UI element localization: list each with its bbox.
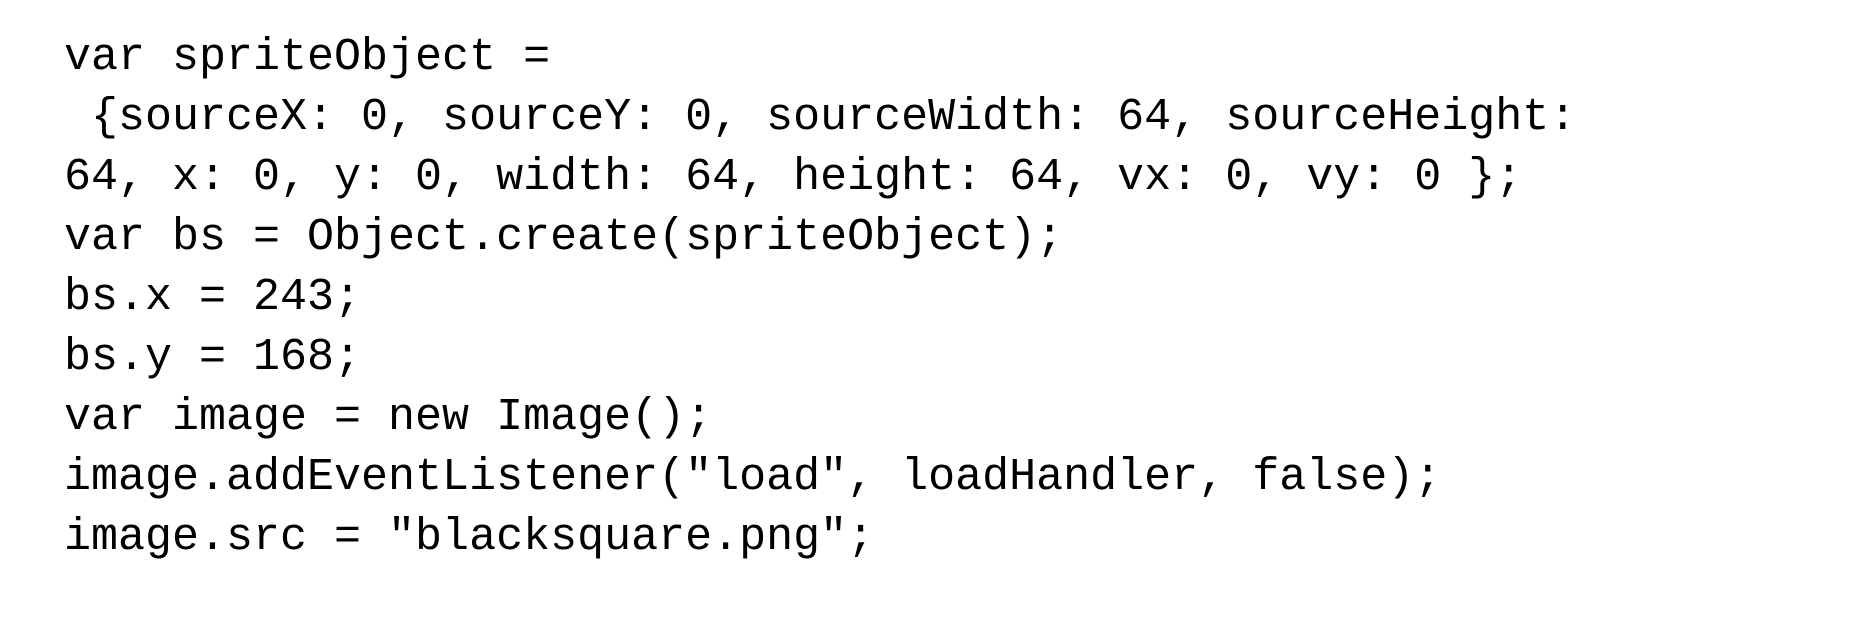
code-line-9: image.src = "blacksquare.png"; bbox=[64, 512, 875, 563]
code-line-7: var image = new Image(); bbox=[64, 392, 713, 443]
code-snippet: var spriteObject = {sourceX: 0, sourceY:… bbox=[64, 28, 1576, 568]
code-line-2: {sourceX: 0, sourceY: 0, sourceWidth: 64… bbox=[64, 92, 1577, 143]
code-line-3: 64, x: 0, y: 0, width: 64, height: 64, v… bbox=[64, 152, 1523, 203]
code-line-5: bs.x = 243; bbox=[64, 272, 362, 323]
code-line-8: image.addEventListener("load", loadHandl… bbox=[64, 452, 1442, 503]
code-line-4: var bs = Object.create(spriteObject); bbox=[64, 212, 1064, 263]
code-line-6: bs.y = 168; bbox=[64, 332, 362, 383]
code-line-1: var spriteObject = bbox=[64, 32, 551, 83]
